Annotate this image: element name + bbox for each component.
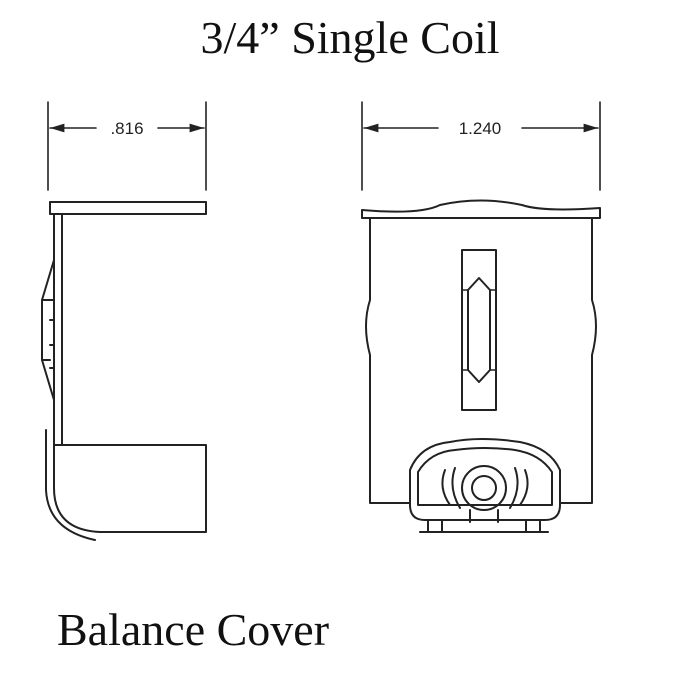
front-bottom-mechanism xyxy=(409,438,561,533)
side-curve-edge xyxy=(45,429,96,541)
front-hex-slot xyxy=(461,249,497,411)
side-body xyxy=(41,213,63,446)
front-view: 1.240 xyxy=(361,101,601,533)
side-view: .816 xyxy=(41,101,207,541)
front-body-left xyxy=(365,217,411,504)
side-width-dimension: .816 xyxy=(47,101,207,191)
diagram-title: 3/4” Single Coil xyxy=(200,12,500,63)
front-top-cap xyxy=(361,199,601,219)
diagram-caption: Balance Cover xyxy=(57,604,330,655)
side-bottom-foot xyxy=(53,444,207,533)
front-width-label: 1.240 xyxy=(459,119,502,138)
front-body-right xyxy=(559,217,597,504)
front-width-dimension: 1.240 xyxy=(361,101,601,191)
side-top-flange xyxy=(49,201,207,215)
side-width-label: .816 xyxy=(110,119,143,138)
